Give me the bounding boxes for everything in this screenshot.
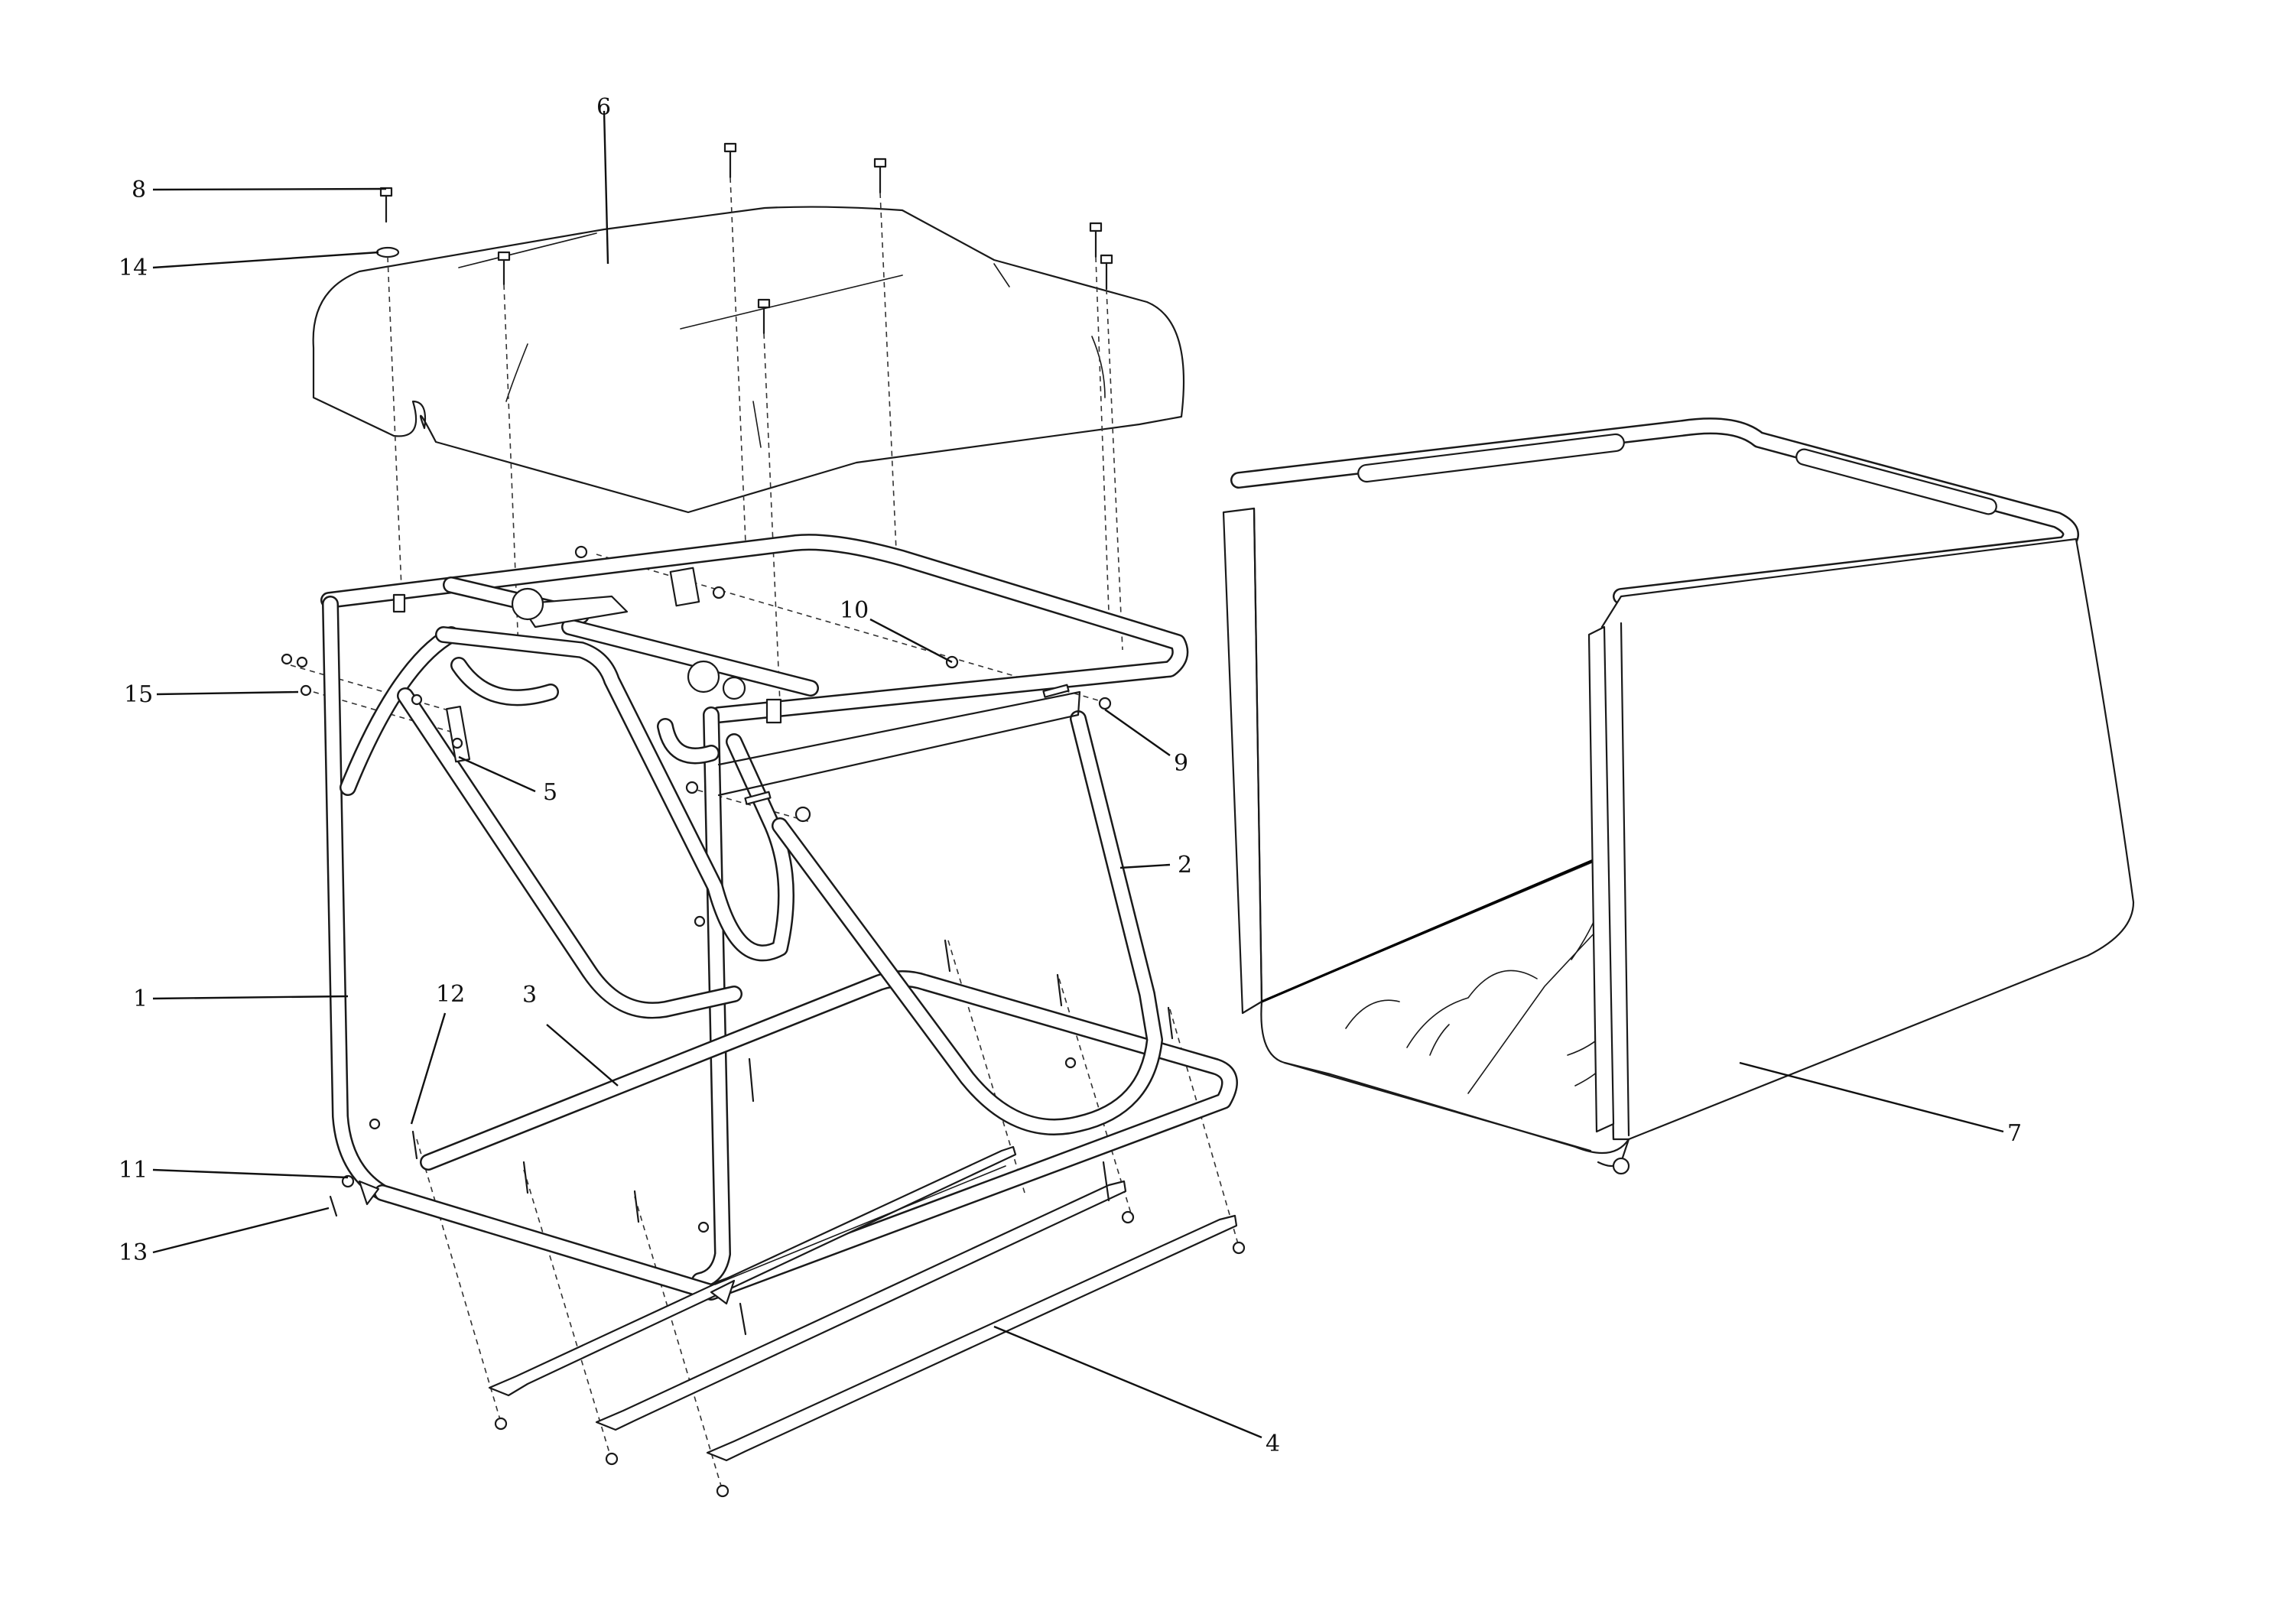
bolt-icon: [757, 298, 771, 335]
callout-6: 6: [596, 94, 611, 121]
callout-13: 13: [119, 1239, 148, 1266]
pin-icon: [633, 1190, 640, 1223]
callout-11: 11: [119, 1157, 148, 1184]
main-frame-part: [281, 534, 1238, 1301]
callout-4: 4: [1266, 1431, 1280, 1457]
bolt-icon: [1089, 222, 1103, 258]
cover-bolts: [375, 142, 1113, 335]
callout-2: 2: [1178, 852, 1192, 879]
callout-leaders: [152, 110, 2004, 1439]
callout-7: 7: [2007, 1120, 2022, 1147]
washer-icon: [375, 246, 400, 258]
pin-icon: [944, 939, 951, 973]
pin-icon: [411, 1130, 418, 1160]
top-cover-part: [312, 206, 1185, 514]
pin-icon: [1056, 973, 1063, 1007]
pin-icon: [739, 1302, 747, 1336]
callout-8: 8: [132, 177, 146, 203]
callout-9: 9: [1174, 750, 1188, 777]
bolt-icon: [497, 251, 511, 286]
bolt-icon: [723, 142, 737, 179]
pin-icon: [1102, 1161, 1110, 1202]
callout-3: 3: [522, 982, 537, 1009]
grass-bag-part: [1222, 417, 2135, 1175]
pin-icon: [522, 1161, 529, 1194]
callout-15: 15: [124, 681, 153, 708]
callout-12: 12: [436, 981, 465, 1008]
bolt-icon: [873, 158, 887, 194]
bolt-icon: [379, 187, 393, 223]
base-straps-part: [329, 939, 1246, 1498]
bolt-icon: [1100, 254, 1113, 291]
callout-1: 1: [133, 986, 148, 1012]
callout-labels: 1 2 3 4 5 6 7 8 9 10 11 12 13 14 15: [119, 94, 2022, 1457]
pin-icon: [748, 1057, 755, 1103]
callout-14: 14: [119, 255, 148, 281]
callout-10: 10: [840, 597, 869, 624]
pin-icon: [1167, 1006, 1174, 1040]
callout-5: 5: [543, 779, 557, 806]
